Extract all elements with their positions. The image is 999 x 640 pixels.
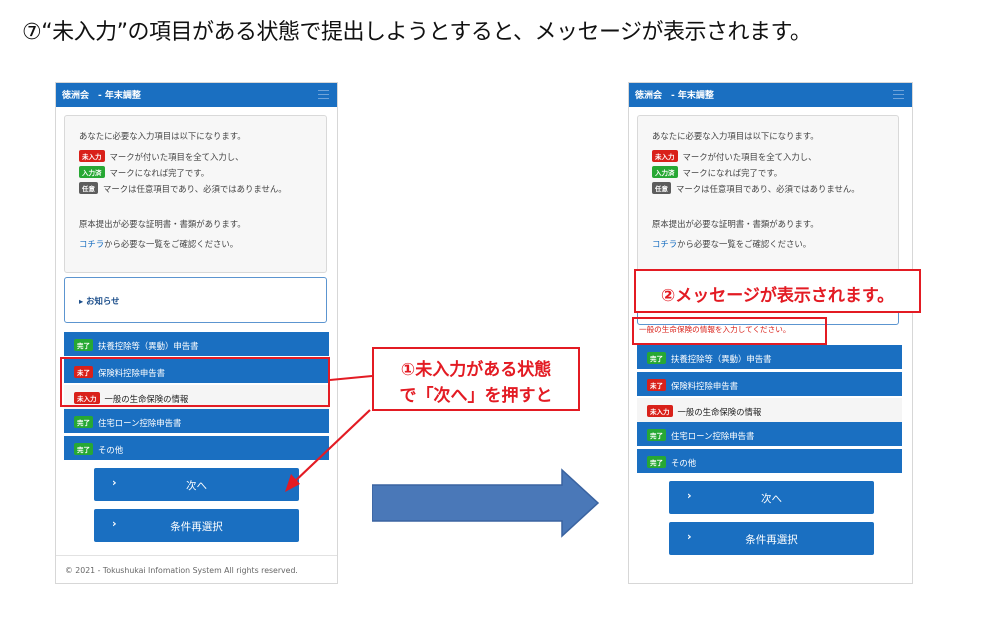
highlight-box-error xyxy=(632,317,827,345)
status-badge: 完了 xyxy=(74,443,93,455)
required-badge: 未入力 xyxy=(652,150,678,162)
reselect-button-label: 条件再選択 xyxy=(745,534,798,546)
reselect-button[interactable]: › 条件再選択 xyxy=(669,522,874,555)
hamburger-menu-icon[interactable] xyxy=(893,90,904,99)
done-badge: 入力済 xyxy=(79,166,105,178)
section-label: 保険料控除申告書 xyxy=(671,381,738,391)
chevron-right-icon: › xyxy=(687,530,692,543)
app-header: 徳洲会 - 年末調整 xyxy=(56,83,337,107)
callout-step1: ①未入力がある状態 で「次へ」を押すと xyxy=(372,347,580,411)
instructions-text: から必要な一覧をご確認ください。 xyxy=(677,239,812,249)
validation-error-message: 一般の生命保険の情報を入力してください。 xyxy=(639,325,791,334)
callout-step2-text: ②メッセージが表示されます。 xyxy=(660,286,895,306)
hamburger-menu-icon[interactable] xyxy=(318,90,329,99)
status-badge: 完了 xyxy=(74,339,93,351)
instructions-line: 入力済マークになれば完了です。 xyxy=(79,166,209,179)
status-badge: 完了 xyxy=(74,416,93,428)
optional-badge: 任意 xyxy=(79,182,98,194)
instructions-text: から必要な一覧をご確認ください。 xyxy=(104,239,239,249)
app-title: 徳洲会 - 年末調整 xyxy=(635,91,714,101)
transition-arrow-shape xyxy=(372,468,600,538)
notice-accordion[interactable]: ▸ お知らせ xyxy=(64,277,327,323)
callout-step1-line2: で「次へ」を押すと xyxy=(399,386,553,406)
section-label: 一般の生命保険の情報 xyxy=(677,407,762,417)
required-badge: 未入力 xyxy=(79,150,105,162)
section-row-dependent[interactable]: 完了扶養控除等（異動）申告書 xyxy=(637,345,902,369)
section-label: 扶養控除等（異動）申告書 xyxy=(671,354,772,364)
next-button[interactable]: › 次へ xyxy=(94,468,299,501)
done-badge: 入力済 xyxy=(652,166,678,178)
reselect-button-label: 条件再選択 xyxy=(170,521,223,533)
instructions-line: あなたに必要な入力項目は以下になります。 xyxy=(652,131,819,141)
chevron-right-icon: › xyxy=(687,489,692,502)
section-row-housing-loan[interactable]: 完了住宅ローン控除申告書 xyxy=(637,422,902,446)
optional-badge: 任意 xyxy=(652,182,671,194)
subsection-row-life-insurance[interactable]: 未入力一般の生命保険の情報 xyxy=(637,398,902,422)
reselect-button[interactable]: › 条件再選択 xyxy=(94,509,299,542)
callout-step1-line1: ①未入力がある状態 xyxy=(400,360,552,380)
section-label: 住宅ローン控除申告書 xyxy=(98,418,182,428)
document-list-link[interactable]: コチラ xyxy=(652,239,678,249)
status-badge: 未了 xyxy=(647,379,666,391)
status-badge: 未入力 xyxy=(647,405,673,417)
instructions-text: マークになれば完了です。 xyxy=(109,168,210,178)
instructions-line: 原本提出が必要な証明書・書類があります。 xyxy=(79,219,246,229)
chevron-right-icon: › xyxy=(112,476,117,489)
instructions-line: 原本提出が必要な証明書・書類があります。 xyxy=(652,219,819,229)
next-button-label: 次へ xyxy=(186,480,207,492)
instructions-line: 任意マークは任意項目であり、必須ではありません。 xyxy=(652,182,860,195)
instructions-line: あなたに必要な入力項目は以下になります。 xyxy=(79,131,246,141)
status-badge: 未入力 xyxy=(74,392,100,404)
instructions-line: コチラから必要な一覧をご確認ください。 xyxy=(652,238,811,250)
section-row-other[interactable]: 完了その他 xyxy=(637,449,902,473)
section-row-other[interactable]: 完了その他 xyxy=(64,436,329,460)
section-label: その他 xyxy=(98,445,124,455)
section-row-housing-loan[interactable]: 完了住宅ローン控除申告書 xyxy=(64,409,329,433)
instructions-line: 未入力マークが付いた項目を全て入力し、 xyxy=(652,150,817,163)
callout-step2: ②メッセージが表示されます。 xyxy=(634,269,921,313)
status-badge: 完了 xyxy=(647,352,666,364)
section-label: 一般の生命保険の情報 xyxy=(104,394,189,404)
section-row-dependent[interactable]: 完了扶養控除等（異動）申告書 xyxy=(64,332,329,356)
app-title: 徳洲会 - 年末調整 xyxy=(62,91,141,101)
notice-label: ▸ お知らせ xyxy=(79,296,120,306)
page-title: ⑦“未入力”の項目がある状態で提出しようとすると、メッセージが表示されます。 xyxy=(22,20,812,45)
phone-screen-before: 徳洲会 - 年末調整 あなたに必要な入力項目は以下になります。 未入力マークが付… xyxy=(55,82,338,584)
document-list-link[interactable]: コチラ xyxy=(79,239,105,249)
instructions-line: 未入力マークが付いた項目を全て入力し、 xyxy=(79,150,244,163)
status-badge: 完了 xyxy=(647,429,666,441)
status-badge: 未了 xyxy=(74,366,93,378)
instructions-text: マークは任意項目であり、必須ではありません。 xyxy=(676,184,860,194)
instructions-text: マークが付いた項目を全て入力し、 xyxy=(682,152,817,162)
section-label: 住宅ローン控除申告書 xyxy=(671,431,755,441)
instructions-panel: あなたに必要な入力項目は以下になります。 未入力マークが付いた項目を全て入力し、… xyxy=(637,115,899,273)
copyright-text: © 2021 - Tokushukai Infomation System Al… xyxy=(65,566,298,575)
status-badge: 完了 xyxy=(647,456,666,468)
section-row-insurance[interactable]: 未了保険料控除申告書 xyxy=(64,359,329,383)
instructions-panel: あなたに必要な入力項目は以下になります。 未入力マークが付いた項目を全て入力し、… xyxy=(64,115,327,273)
footer: © 2021 - Tokushukai Infomation System Al… xyxy=(56,555,337,583)
section-label: 扶養控除等（異動）申告書 xyxy=(98,341,199,351)
instructions-text: マークになれば完了です。 xyxy=(682,168,783,178)
instructions-text: マークは任意項目であり、必須ではありません。 xyxy=(103,184,287,194)
transition-arrow-icon xyxy=(372,468,600,538)
next-button[interactable]: › 次へ xyxy=(669,481,874,514)
instructions-line: 任意マークは任意項目であり、必須ではありません。 xyxy=(79,182,287,195)
section-label: 保険料控除申告書 xyxy=(98,368,165,378)
instructions-text: マークが付いた項目を全て入力し、 xyxy=(109,152,244,162)
section-row-insurance[interactable]: 未了保険料控除申告書 xyxy=(637,372,902,396)
section-label: その他 xyxy=(671,458,697,468)
app-header: 徳洲会 - 年末調整 xyxy=(629,83,912,107)
instructions-line: 入力済マークになれば完了です。 xyxy=(652,166,782,179)
instructions-line: コチラから必要な一覧をご確認ください。 xyxy=(79,238,238,250)
chevron-right-icon: › xyxy=(112,517,117,530)
highlight-box-unfinished xyxy=(60,357,330,407)
next-button-label: 次へ xyxy=(761,493,782,505)
